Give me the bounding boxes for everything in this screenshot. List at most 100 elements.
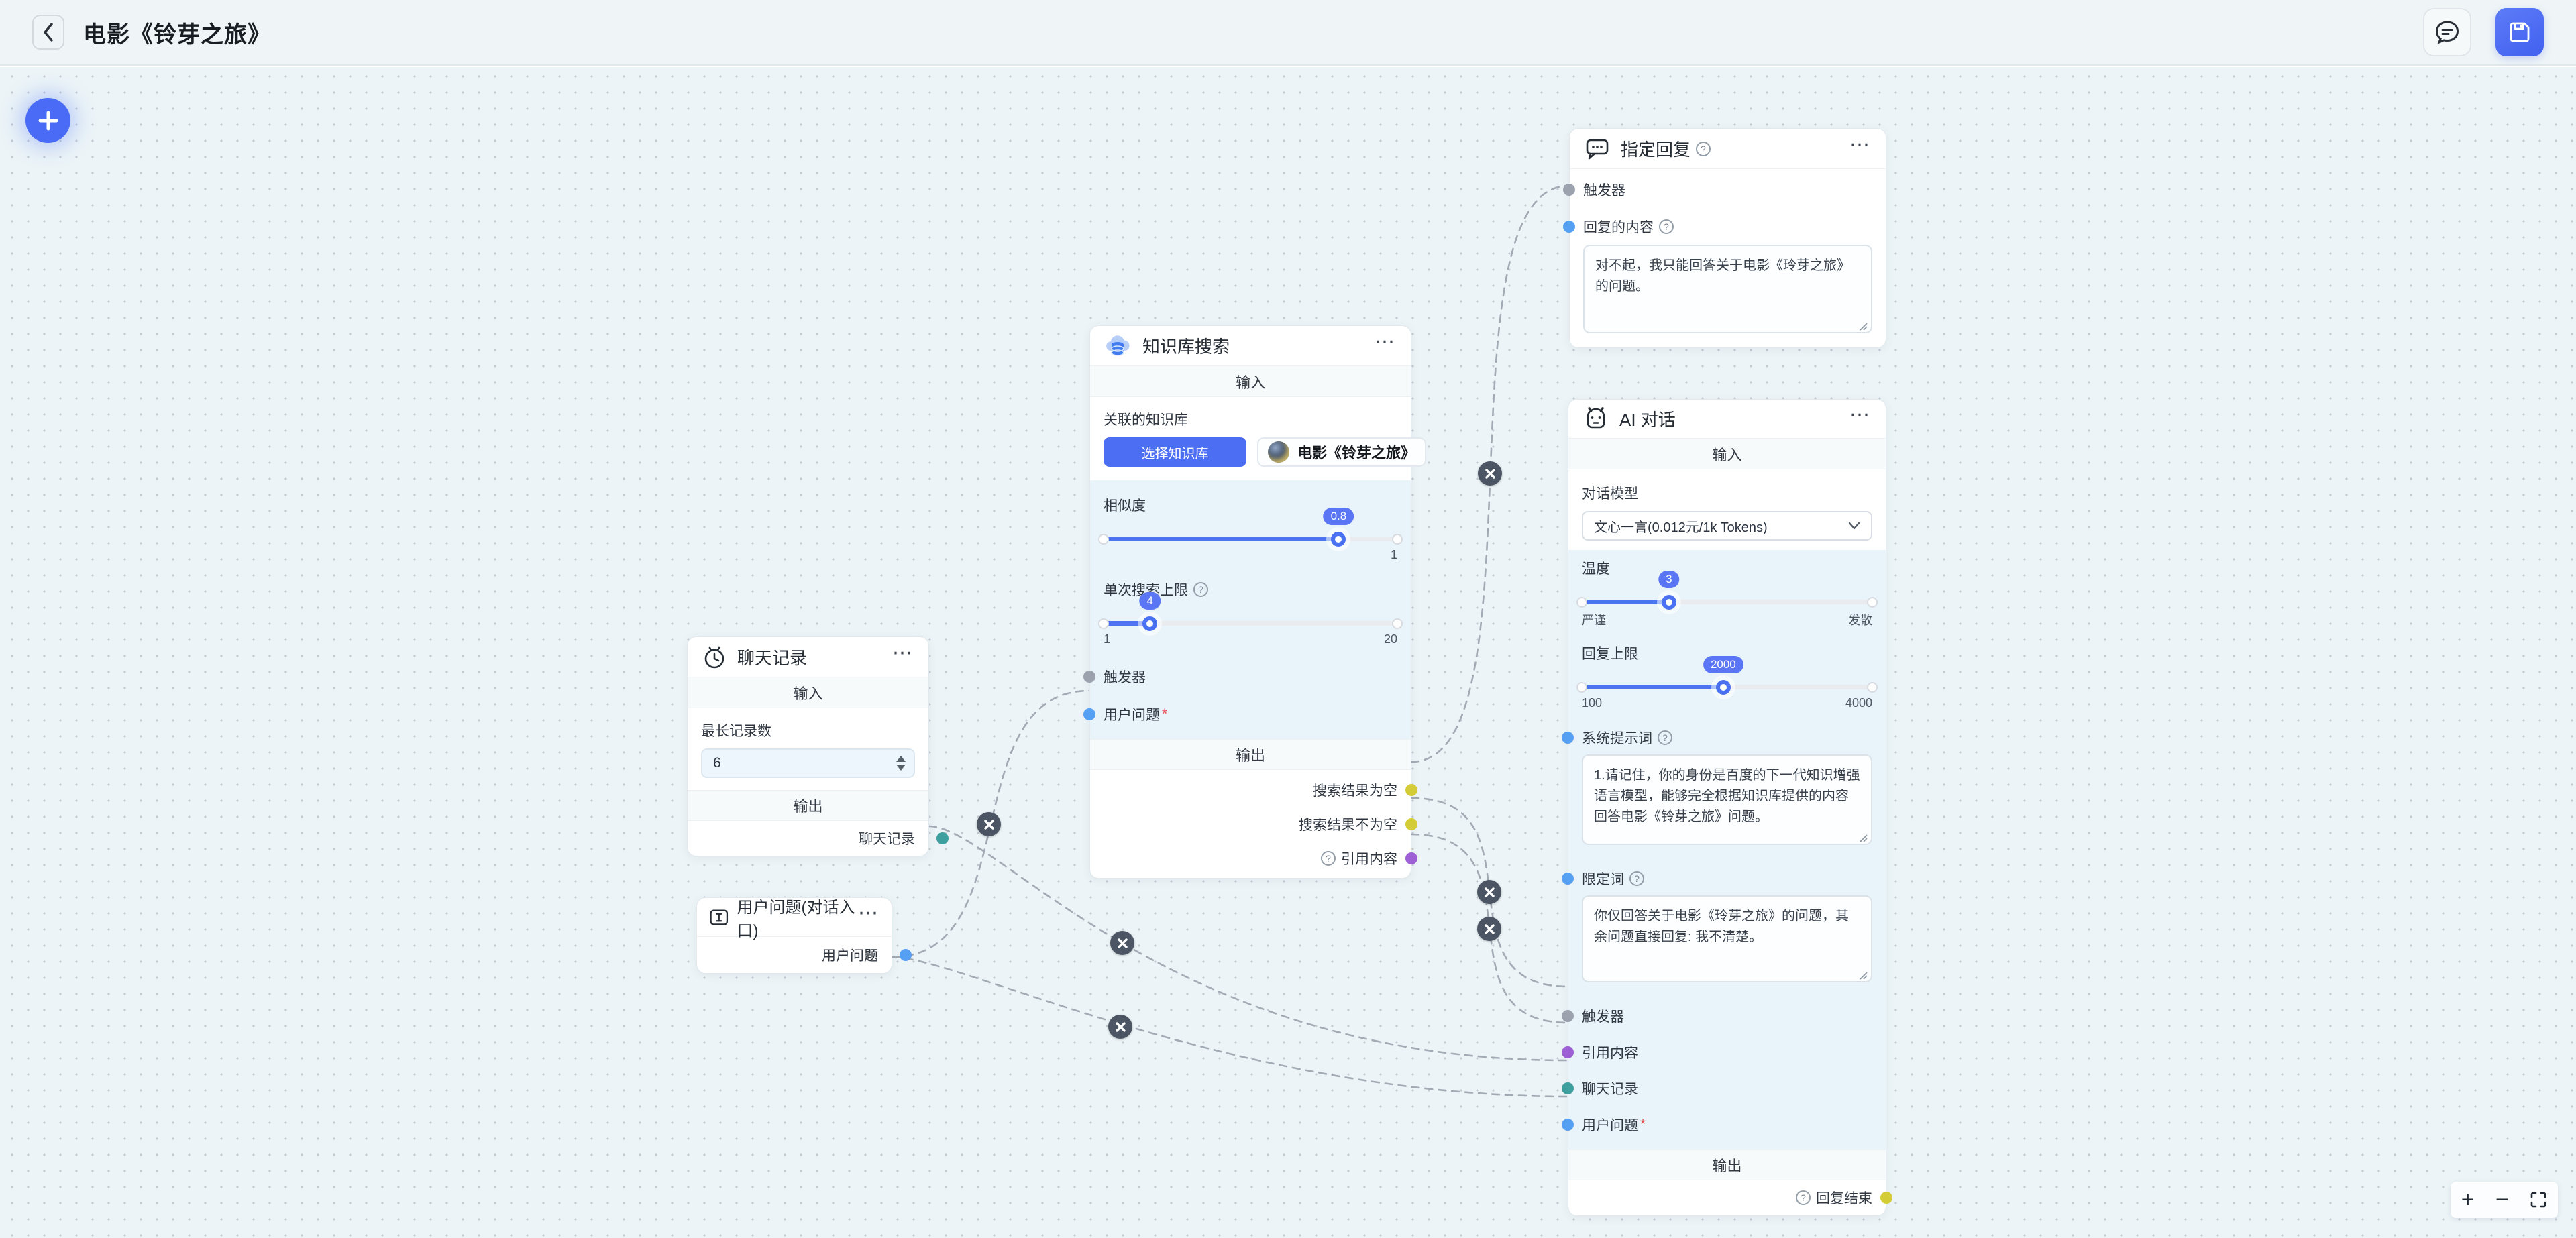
kb-chip[interactable]: 电影《铃芽之旅》 — [1257, 437, 1427, 467]
fit-view-icon — [2530, 1192, 2546, 1208]
zoom-out-button[interactable]: − — [2495, 1187, 2509, 1213]
node-menu-icon[interactable]: ⋯ — [1375, 330, 1396, 353]
max-records-input[interactable]: 6 — [701, 748, 915, 778]
output-section-bar: 输出 — [1090, 739, 1411, 770]
limit-label: 单次搜索上限 — [1104, 583, 1188, 598]
slider-rail[interactable]: 3 — [1576, 570, 1878, 610]
temperature-slider[interactable]: 3 严谨 发散 — [1576, 570, 1878, 628]
slider-min-label: 严谨 — [1582, 614, 1606, 627]
step-down-icon[interactable] — [896, 765, 906, 771]
port-content-in[interactable] — [1563, 221, 1575, 233]
slider-thumb[interactable]: 4 — [1139, 592, 1161, 631]
port-user-question-in[interactable] — [1562, 1119, 1574, 1131]
node-menu-icon[interactable]: ⋯ — [892, 641, 914, 664]
zoom-in-button[interactable]: + — [2461, 1187, 2475, 1213]
chat-history-body: 最长记录数 6 — [688, 708, 928, 790]
port-user-question-out[interactable] — [900, 949, 912, 961]
qualifier-row: 限定词 ? — [1562, 868, 1872, 889]
slider-rail[interactable]: 4 — [1098, 592, 1403, 631]
help-icon[interactable]: ? — [1658, 730, 1672, 745]
step-up-icon[interactable] — [896, 756, 906, 762]
reply-limit-label: 回复上限 — [1582, 646, 1638, 662]
port-system-prompt-in[interactable] — [1562, 732, 1574, 744]
select-kb-button[interactable]: 选择知识库 — [1104, 437, 1246, 467]
port-user-question-in[interactable] — [1083, 708, 1095, 720]
port-chat-history-in[interactable] — [1562, 1082, 1574, 1094]
node-user-question-header[interactable]: 用户问题(对话入口) ⋯ — [697, 898, 892, 940]
user-question-port-row: 用户问题* — [1083, 704, 1397, 724]
slider-value-badge: 2000 — [1703, 655, 1743, 673]
delete-connection-icon[interactable] — [1478, 461, 1502, 486]
node-fixed-reply-header[interactable]: 指定回复 ? ⋯ — [1570, 129, 1886, 169]
model-section: 对话模型 文心一言(0.012元/1k Tokens) — [1568, 469, 1886, 550]
delete-connection-icon[interactable] — [977, 812, 1001, 836]
input-section-bar: 输入 — [1090, 366, 1411, 397]
back-button[interactable] — [32, 15, 64, 50]
kb-select-section: 关联的知识库 选择知识库 电影《铃芽之旅》 — [1090, 397, 1427, 480]
port-reference-in[interactable] — [1562, 1046, 1574, 1058]
delete-connection-icon[interactable] — [1477, 880, 1501, 904]
text-input-icon — [710, 909, 729, 925]
node-fixed-reply[interactable]: 指定回复 ? ⋯ 触发器 回复的内容 ? 对不起，我只能回答关于电影《玲芽之旅》… — [1563, 128, 1886, 348]
workflow-canvas[interactable]: 聊天记录 ⋯ 输入 最长记录数 6 输出 聊天记录 用户问题(对话入口) — [0, 67, 2576, 1238]
node-menu-icon[interactable]: ⋯ — [1849, 133, 1871, 156]
fit-view-button[interactable] — [2530, 1191, 2547, 1208]
save-button[interactable] — [2496, 8, 2544, 56]
node-kb-search[interactable]: 知识库搜索 ⋯ 输入 关联的知识库 选择知识库 电影《铃芽之旅》 相似度 — [1083, 325, 1427, 879]
port-qualifier-in[interactable] — [1562, 873, 1574, 885]
port-label: 聊天记录 — [859, 832, 915, 847]
debug-chat-button[interactable] — [2423, 8, 2471, 56]
node-user-question[interactable]: 用户问题(对话入口) ⋯ 用户问题 — [696, 897, 912, 974]
port-trigger-in[interactable] — [1562, 1010, 1574, 1022]
kb-poster-avatar — [1268, 441, 1289, 463]
node-menu-icon[interactable]: ⋯ — [1849, 403, 1871, 426]
delete-connection-icon[interactable] — [1477, 917, 1501, 941]
trigger-port-row: 触发器 — [1563, 180, 1872, 200]
port-label: 搜索结果不为空 — [1299, 817, 1397, 833]
temperature-label: 温度 — [1582, 561, 1610, 577]
output-row-reply-end: ? 回复结束 — [1568, 1180, 1892, 1215]
port-trigger-in[interactable] — [1563, 184, 1575, 196]
help-icon[interactable]: ? — [1659, 219, 1674, 234]
port-reference-out[interactable] — [1405, 852, 1417, 864]
delete-connection-icon[interactable] — [1110, 931, 1134, 955]
qualifier-textarea[interactable]: 你仅回答关于电影《玲芽之旅》的问题，其余问题直接回复: 我不清楚。 — [1582, 895, 1872, 982]
reply-content-textarea[interactable]: 对不起，我只能回答关于电影《玲芽之旅》的问题。 — [1583, 245, 1872, 333]
slider-value-badge: 4 — [1139, 592, 1161, 610]
port-result-not-empty-out[interactable] — [1405, 818, 1417, 830]
node-menu-icon[interactable]: ⋯ — [858, 901, 879, 924]
help-icon[interactable]: ? — [1629, 871, 1644, 886]
slider-rail[interactable]: 0.8 — [1098, 507, 1403, 547]
system-prompt-textarea[interactable]: 1.请记住，你的身份是百度的下一代知识增强语言模型，能够完全根据知识库提供的内容… — [1582, 754, 1872, 845]
model-select[interactable]: 文心一言(0.012元/1k Tokens) — [1582, 511, 1872, 541]
node-chat-history[interactable]: 聊天记录 ⋯ 输入 最长记录数 6 输出 聊天记录 — [687, 636, 949, 856]
port-reply-end-out[interactable] — [1880, 1192, 1892, 1204]
node-ai-chat[interactable]: AI 对话 ⋯ 输入 对话模型 文心一言(0.012元/1k Tokens) 温… — [1562, 399, 1892, 1216]
number-stepper[interactable] — [896, 750, 906, 777]
help-icon[interactable]: ? — [1796, 1190, 1811, 1205]
add-node-button[interactable] — [25, 98, 70, 143]
slider-thumb[interactable]: 3 — [1658, 570, 1680, 610]
help-icon[interactable]: ? — [1193, 582, 1208, 597]
slider-end-right — [1867, 681, 1878, 693]
similarity-slider[interactable]: 0.8 1 — [1098, 507, 1403, 562]
node-chat-history-header[interactable]: 聊天记录 ⋯ — [688, 637, 928, 677]
trigger-port-row: 触发器 — [1083, 667, 1397, 687]
slider-thumb[interactable]: 0.8 — [1323, 507, 1354, 547]
help-icon[interactable]: ? — [1696, 141, 1711, 156]
reference-port-row: 引用内容 — [1562, 1042, 1872, 1062]
slider-thumb[interactable]: 2000 — [1703, 655, 1743, 695]
help-icon[interactable]: ? — [1321, 850, 1336, 866]
required-mark: * — [1640, 1117, 1646, 1132]
node-kb-search-header[interactable]: 知识库搜索 ⋯ — [1090, 326, 1411, 366]
port-chat-history-out[interactable] — [936, 832, 949, 844]
delete-connection-icon[interactable] — [1108, 1015, 1132, 1039]
limit-label-row: 单次搜索上限 ? — [1104, 579, 1397, 600]
port-trigger-in[interactable] — [1083, 671, 1095, 683]
node-ai-chat-header[interactable]: AI 对话 ⋯ — [1568, 400, 1886, 439]
knowledge-base-icon — [1106, 335, 1130, 356]
reply-limit-slider[interactable]: 2000 100 4000 — [1576, 655, 1878, 710]
port-result-empty-out[interactable] — [1405, 783, 1417, 796]
slider-rail[interactable]: 2000 — [1576, 655, 1878, 695]
search-limit-slider[interactable]: 4 1 20 — [1098, 592, 1403, 646]
